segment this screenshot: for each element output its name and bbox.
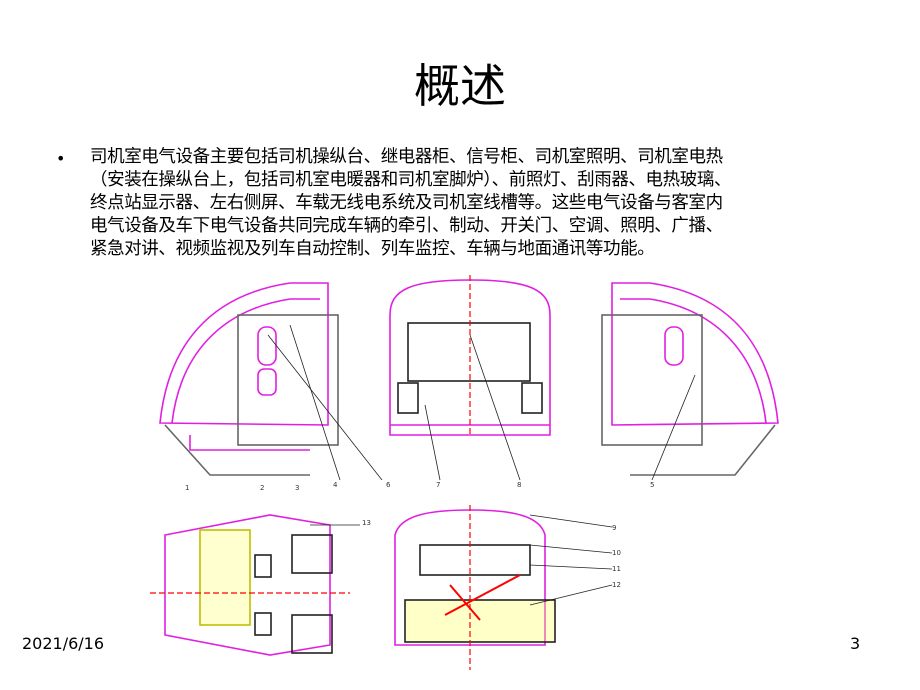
body-paragraph: 司机室电气设备主要包括司机操纵台、继电器柜、信号柜、司机室照明、司机室电热 （安… <box>90 146 870 261</box>
callout-labels: 1 2 3 4 5 6 7 8 9 10 11 12 13 <box>185 481 654 589</box>
body-line: 司机室电气设备主要包括司机操纵台、继电器柜、信号柜、司机室照明、司机室电热 <box>90 147 723 167</box>
body-line: 紧急对讲、视频监视及列车自动控制、列车监控、车辆与地面通讯等功能。 <box>90 239 655 259</box>
front-view <box>389 279 551 436</box>
callout-11: 11 <box>612 565 621 573</box>
bullet-marker: • <box>56 149 66 168</box>
callout-13: 13 <box>362 519 371 527</box>
callout-3: 3 <box>295 484 299 492</box>
callout-10: 10 <box>612 549 621 557</box>
slide-title: 概述 <box>414 59 506 113</box>
callout-1: 1 <box>185 484 189 492</box>
callout-5: 5 <box>650 481 654 489</box>
callout-12: 12 <box>612 581 621 589</box>
callout-9: 9 <box>612 524 616 532</box>
console-view <box>394 509 556 646</box>
body-line: 电气设备及车下电气设备共同完成车辆的牵引、制动、开关门、空调、照明、广播、 <box>90 216 723 236</box>
page-number: 3 <box>850 634 861 653</box>
callout-2: 2 <box>260 484 264 492</box>
body-line: （安装在操纵台上，包括司机室电暖器和司机室脚炉）、前照灯、刮雨器、电热玻璃、 <box>90 170 732 190</box>
body-line: 终点站显示器、左右侧屏、车载无线电系统及司机室线槽等。这些电气设备与客室内 <box>90 193 723 213</box>
callout-4: 4 <box>333 481 338 489</box>
slide-date: 2021/6/16 <box>22 634 105 653</box>
plan-view <box>164 514 333 656</box>
right-side-view <box>601 282 779 476</box>
cab-equipment-diagram: 1 2 3 4 5 6 7 8 9 10 11 12 13 <box>150 275 779 670</box>
left-side-view <box>159 282 339 476</box>
callout-7: 7 <box>436 481 440 489</box>
callout-6: 6 <box>386 481 391 489</box>
callout-8: 8 <box>517 481 521 489</box>
